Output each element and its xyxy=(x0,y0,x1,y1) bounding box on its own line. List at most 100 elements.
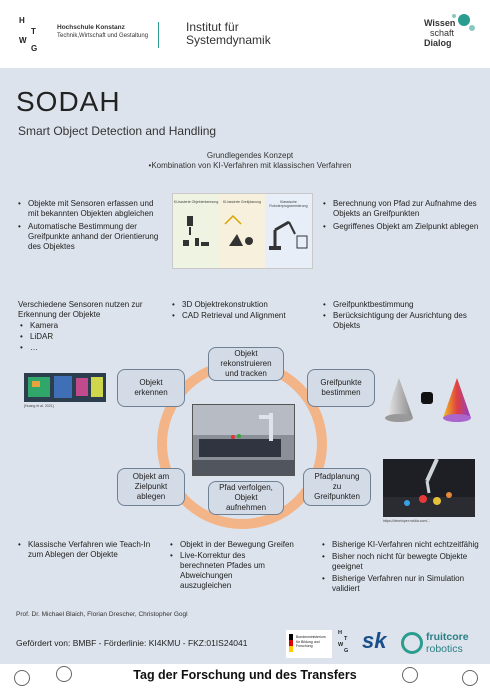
authors: Prof. Dr. Michael Blaich, Florian Dresch… xyxy=(16,611,188,618)
robot-grasp-simulation-image xyxy=(383,459,475,517)
node-line: zu xyxy=(332,482,342,491)
node-line: und tracken xyxy=(225,369,267,378)
footer-gear-icon xyxy=(402,667,418,683)
header: H T W G Hochschule Konstanz Technik,Wirt… xyxy=(0,0,490,68)
robot-workcell-image xyxy=(193,405,294,475)
bmbf-logo: Bundesministerium für Bildung und Forsch… xyxy=(286,630,332,658)
sensors-heading: Verschiedene Sensoren nutzen zur Erkennu… xyxy=(18,300,143,319)
institute-line1: Institut für xyxy=(186,20,239,34)
node-line: aufnehmen xyxy=(225,503,267,512)
logo-letter-w: W xyxy=(338,642,344,648)
list-item: LiDAR xyxy=(18,332,168,342)
logo-letter-g: G xyxy=(31,44,38,53)
grasp-points-image xyxy=(385,378,471,422)
node-line: ablegen xyxy=(136,492,166,501)
poster-title: SODAH xyxy=(16,86,121,117)
right-top-bullets: Berechnung von Pfad zur Aufnahme des Obj… xyxy=(321,199,481,235)
list-item: Greifpunktbestimmung xyxy=(321,300,481,310)
fruitcore-logo: fruitcore robotics xyxy=(426,631,469,655)
node-line: Greifpunkten xyxy=(314,492,360,501)
object-detection-image xyxy=(24,373,106,402)
list-item: Berücksichtigung der Ausrichtung des Obj… xyxy=(321,311,481,331)
list-item: Automatische Bestimmung der Greifpunkte … xyxy=(16,222,166,252)
list-item: Live-Korrektur des berechneten Pfades um… xyxy=(168,551,318,591)
concept-panel-label: KI-basierte Objekterkennung xyxy=(173,200,219,204)
footer-bulb-icon xyxy=(56,666,72,682)
fruitcore-name: fruitcore xyxy=(426,631,469,643)
node-line: Pfadplanung xyxy=(314,472,360,481)
concept-heading: Grundlegendes Konzept •Kombination von K… xyxy=(110,151,390,171)
left-top-bullets: Objekte mit Sensoren erfassen und mit be… xyxy=(16,199,166,255)
german-flag-icon xyxy=(289,634,293,652)
sk-logo: sk xyxy=(362,628,387,653)
bmbf-text: Bundesministerium für Bildung und Forsch… xyxy=(296,635,326,648)
fruitcore-sub: robotics xyxy=(426,643,463,655)
bottom-right-bullets: Bisherige KI-Verfahren nicht echtzeitfäh… xyxy=(320,540,480,596)
university-name: Hochschule Konstanz Technik,Wirtschaft u… xyxy=(57,24,148,40)
list-item: Objekte mit Sensoren erfassen und mit be… xyxy=(16,199,166,219)
list-item: CAD Retrieval und Alignment xyxy=(170,311,315,321)
wissenschaft-dialog-text: Wissen schaft Dialog xyxy=(424,18,455,48)
university-title: Hochschule Konstanz xyxy=(57,24,125,31)
bottom-left-bullets: Klassische Verfahren wie Teach-In zum Ab… xyxy=(16,540,166,563)
right-column-bullets: Greifpunktbestimmung Berücksichtigung de… xyxy=(321,300,481,332)
node-line: Objekt am xyxy=(132,472,170,481)
logo-letter-t: T xyxy=(31,27,36,36)
wissenschaft-dialog-logo xyxy=(452,14,475,31)
node-line: Objekt xyxy=(139,378,163,387)
ws-line2: schaft xyxy=(430,28,455,38)
logo-letter-h: H xyxy=(19,16,25,25)
step-path-planning: Pfadplanung zu Greifpunkten xyxy=(303,468,371,506)
fruitcore-icon xyxy=(401,632,423,654)
poster-subtitle: Smart Object Detection and Handling xyxy=(18,124,217,138)
step-place-object: Objekt am Zielpunkt ablegen xyxy=(117,468,185,506)
university-subtitle: Technik,Wirtschaft und Gestaltung xyxy=(57,33,149,39)
ws-line3: Dialog xyxy=(424,38,452,48)
institute-name: Institut für Systemdynamik xyxy=(186,21,271,47)
logo-letter-t: T xyxy=(344,636,348,642)
right-image-caption: https://developer.nvidia.com/... xyxy=(383,519,431,523)
node-line: Objekt xyxy=(234,493,258,502)
htwg-small-logo: H T W G xyxy=(338,630,354,656)
list-item: Bisher noch nicht für bewegte Objekte ge… xyxy=(320,552,480,572)
ws-line1: Wissen xyxy=(424,18,456,28)
concept-panel-robot: Klassische Roboterprogrammierung xyxy=(265,194,312,268)
step-follow-path: Pfad verfolgen, Objekt aufnehmen xyxy=(208,481,284,515)
list-item: Kamera xyxy=(18,321,168,331)
node-line: Greifpunkte xyxy=(320,378,362,387)
bottom-middle-bullets: Objekt in der Bewegung Greifen Live-Korr… xyxy=(168,540,318,592)
robot-workcell-photo xyxy=(192,404,295,476)
concept-panel-label: Klassische Roboterprogrammierung xyxy=(269,200,308,208)
sensors-block: Verschiedene Sensoren nutzen zur Erkennu… xyxy=(18,300,168,354)
footer-leaf-icon xyxy=(14,670,30,686)
logo-letter-g: G xyxy=(344,648,349,654)
step-grasp-points: Greifpunkte bestimmen xyxy=(307,369,375,407)
middle-column-bullets: 3D Objektrekonstruktion CAD Retrieval un… xyxy=(170,300,315,322)
node-line: rekonstruieren xyxy=(220,359,272,368)
list-item: Berechnung von Pfad zur Aufnahme des Obj… xyxy=(321,199,481,219)
robot-arm-icon xyxy=(269,220,308,250)
list-item: Objekt in der Bewegung Greifen xyxy=(168,540,318,550)
list-item: Bisherige Verfahren nur in Simulation va… xyxy=(320,574,480,594)
list-item: Gegriffenes Objekt am Zielpunkt ablegen xyxy=(321,222,481,232)
logo-letter-h: H xyxy=(338,630,342,636)
node-line: erkennen xyxy=(134,388,168,397)
concept-panel-grasp: KI-basierte Greifplanung xyxy=(219,194,265,268)
node-line: Pfad verfolgen, xyxy=(219,483,273,492)
list-item: 3D Objektrekonstruktion xyxy=(170,300,315,310)
detection-icon xyxy=(183,216,209,246)
node-line: Objekt xyxy=(234,349,258,358)
concept-line1: Grundlegendes Konzept xyxy=(206,151,294,160)
header-divider xyxy=(158,22,159,48)
concept-panel-detection: KI-basierte Objekterkennung xyxy=(173,194,219,268)
node-line: Zielpunkt xyxy=(134,482,168,491)
grasp-icon xyxy=(224,214,253,246)
institute-line2: Systemdynamik xyxy=(186,33,271,47)
funding-note: Gefördert von: BMBF - Förderlinie: KI4KM… xyxy=(16,638,248,648)
node-line: bestimmen xyxy=(321,388,361,397)
concept-panel-label: KI-basierte Greifplanung xyxy=(223,200,261,204)
htwg-logo: H T W G xyxy=(16,14,52,54)
step-detect-object: Objekt erkennen xyxy=(117,369,185,407)
concept-line2: •Kombination von KI-Verfahren mit klassi… xyxy=(148,161,352,170)
